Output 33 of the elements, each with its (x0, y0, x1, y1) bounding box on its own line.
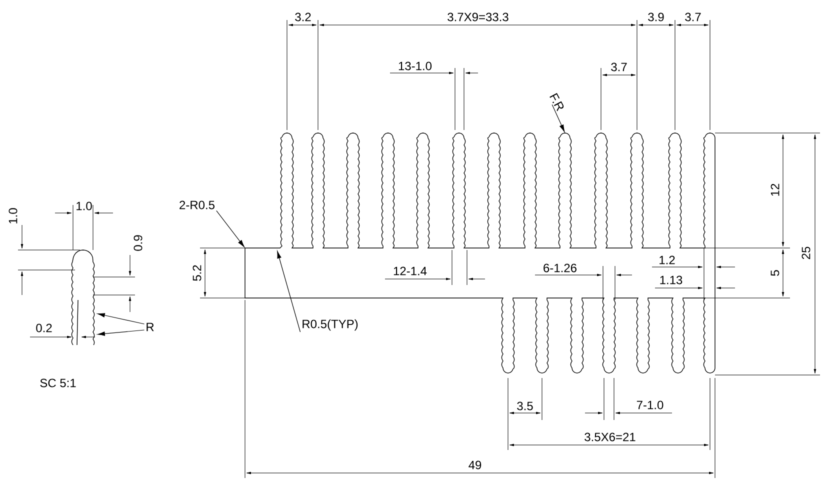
leader-line (97, 313, 145, 324)
dimension-text: 3.7 (611, 62, 627, 72)
dimension-text: 12 (770, 184, 780, 196)
leader-line (277, 250, 301, 332)
dimension-text: 5.2 (192, 265, 202, 281)
dimension-text: 25 (802, 246, 810, 260)
dimension-text: 3.5X6=21 (584, 432, 636, 442)
dimension-text: 0.2 (36, 324, 52, 332)
leader-text: R (146, 322, 154, 332)
dimension-text: 7-1.0 (636, 400, 664, 410)
leader-line (552, 104, 565, 132)
dimension-text: 3.7X9=33.3 (448, 12, 508, 22)
dimension-text: 6-1.26 (544, 264, 576, 272)
dimension-text: 12-1.4 (394, 266, 427, 276)
dimension-text: 3.9 (648, 12, 664, 22)
leader-text: 2-R0.5 (180, 200, 214, 210)
leader-text: R0.5(TYP) (302, 319, 358, 331)
dimension-text: 3.2 (295, 12, 311, 22)
dimension-text: 1.0 (8, 208, 18, 224)
dimension-text: 3.7 (685, 12, 701, 22)
scale-caption: SC 5:1 (40, 378, 76, 388)
detail-fin-drawing (71, 250, 95, 346)
leader-text: F.R (550, 93, 564, 112)
dimension-text: 5 (770, 270, 780, 276)
leader-line (97, 330, 145, 336)
leader-line (216, 210, 244, 248)
dimension-text: 1.13 (660, 276, 682, 284)
dimension-text: 49 (468, 460, 482, 470)
dimension-text: 0.9 (134, 235, 142, 251)
dimension-text: 1.0 (76, 202, 92, 210)
dimension-text: 1.2 (660, 256, 675, 264)
dimension-text: 13-1.0 (398, 62, 432, 70)
dimension-text: 3.5 (517, 402, 533, 410)
